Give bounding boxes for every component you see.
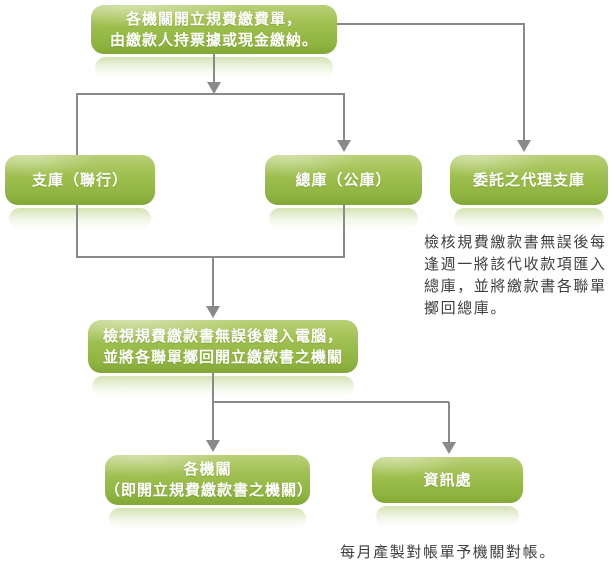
node-agencies-line-1: 各機關	[183, 461, 232, 478]
node-agencies-line-2: （即開立規費繳款書之機關）	[105, 482, 314, 499]
node-sub-treasury: 支庫（聯行）	[5, 155, 155, 229]
node-agencies: 各機關 （即開立規費繳款書之機關）	[105, 455, 314, 529]
monthly-statement-note: 每月產製對帳單予機關對帳。	[340, 544, 556, 561]
node-sub-treasury-label: 支庫（聯行）	[31, 171, 128, 189]
node-issue-fee-bill-line-2: 由繳款人持票據或現金繳納。	[109, 31, 318, 49]
node-main-treasury-label: 總庫（公庫）	[295, 171, 392, 189]
node-info-office: 資訊處	[372, 457, 523, 527]
agent-treasury-note-line-1: 檢核規費繳款書無誤後每	[424, 234, 607, 251]
agent-treasury-note: 檢核規費繳款書無誤後每 逢週一將該代收款項匯入 總庫，並將繳款書各聯單 擲回總庫…	[424, 232, 607, 320]
node-verify-keyin-line-2: 並將各聯單擲回開立繳款書之機關	[102, 348, 343, 366]
node-agent-treasury-label: 委託之代理支庫	[472, 171, 585, 189]
agent-treasury-note-line-2: 逢週一將該代收款項匯入	[424, 256, 607, 273]
node-agent-treasury: 委託之代理支庫	[450, 155, 608, 229]
agent-treasury-note-line-4: 擲回總庫。	[424, 300, 508, 317]
agent-treasury-note-line-3: 總庫，並將繳款書各聯單	[424, 278, 607, 295]
node-issue-fee-bill-line-1: 各機關開立規費繳費單，	[125, 10, 302, 28]
node-verify-keyin: 檢視規費繳款書無誤後鍵入電腦， 並將各聯單擲回開立繳款書之機關	[88, 320, 358, 397]
node-verify-keyin-line-1: 檢視規費繳款書無誤後鍵入電腦，	[102, 327, 343, 345]
node-info-office-label: 資訊處	[423, 471, 472, 489]
